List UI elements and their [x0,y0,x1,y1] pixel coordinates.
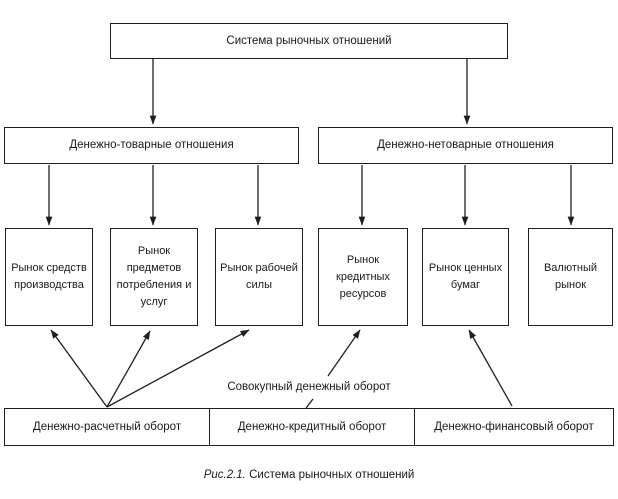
box-market-consumer-goods: Рынок предметов потребления и услуг [110,228,198,326]
label-total-money-turnover: Совокупный денежный оборот [0,381,618,393]
box-market-securities: Рынок ценных бумаг [422,228,509,326]
box-turnover-band: Денежно-расчетный оборот Денежно-кредитн… [4,408,614,446]
box-root-system: Система рыночных отношений [110,23,508,59]
figure-caption-number: Рис.2.1. [203,469,246,481]
box-market-means-of-production: Рынок средств производства [5,228,93,326]
box-market-securities-label: Рынок ценных бумаг [428,262,503,291]
box-market-currency-label: Валютный рынок [543,262,598,291]
arrow-turnover-to-consumer [106,330,151,408]
figure-caption: Рис.2.1. Система рыночных отношений [0,469,618,481]
arrow-turnover-to-means [50,329,108,408]
box-money-noncommodity-label: Денежно-нетоварные отношения [377,139,554,151]
cell-settlement-turnover-label: Денежно-расчетный оборот [32,421,182,433]
box-market-consumer-goods-label: Рынок предметов потребления и услуг [116,245,192,308]
box-market-credit-resources-label: Рынок кредитных ресурсов [336,253,390,300]
box-market-currency: Валютный рынок [528,228,613,326]
box-money-commodity-relations: Денежно-товарные отношения [4,127,299,164]
box-market-labor: Рынок рабочей силы [215,228,303,326]
cell-financial-turnover-label: Денежно-финансовый оборот [434,421,594,433]
arrow-turnover-to-securities [468,329,513,407]
box-root-system-label: Система рыночных отношений [226,34,392,47]
cell-credit-turnover: Денежно-кредитный оборот [209,409,414,445]
cell-settlement-turnover: Денежно-расчетный оборот [5,409,209,445]
cell-financial-turnover: Денежно-финансовый оборот [414,409,613,445]
box-money-commodity-label: Денежно-товарные отношения [69,139,234,151]
box-money-noncommodity-relations: Денежно-нетоварные отношения [318,127,613,164]
cell-credit-turnover-label: Денежно-кредитный оборот [237,421,387,433]
box-market-labor-label: Рынок рабочей силы [220,262,298,291]
arrow-turnover-to-credit [327,329,361,377]
connector-label-to-band [305,398,314,409]
arrow-turnover-to-labor [106,329,250,408]
figure-caption-title: Система рыночных отношений [249,469,415,481]
box-market-means-of-production-label: Рынок средств производства [11,262,87,291]
box-market-credit-resources: Рынок кредитных ресурсов [318,228,408,326]
label-total-money-turnover-text: Совокупный денежный оборот [227,381,391,393]
